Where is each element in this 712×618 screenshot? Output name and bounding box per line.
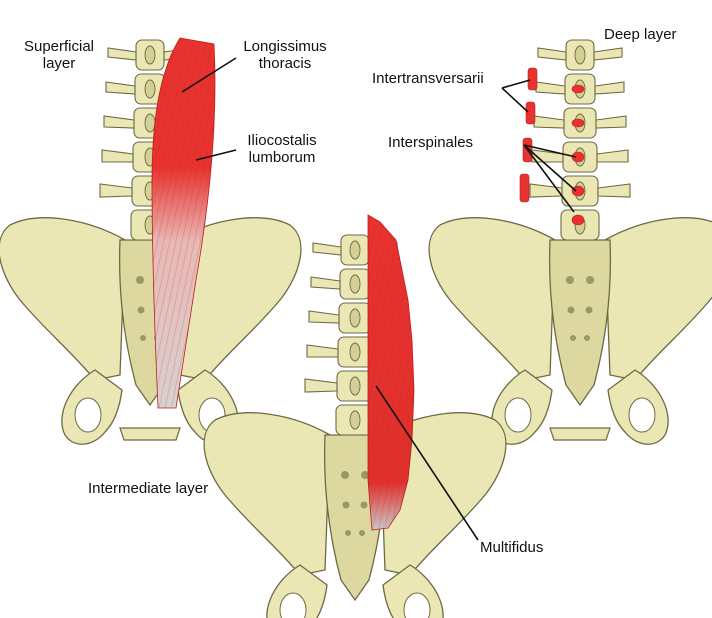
iliocostalis-label-line1: Iliocostalis	[236, 132, 328, 149]
intertransversarii-leader-line-b	[502, 88, 528, 112]
intermediate-layer-label: Intermediate layer	[88, 480, 208, 497]
intertransversarii-leader-line-a	[502, 80, 530, 88]
deep-layer-label: Deep layer	[604, 26, 677, 43]
superficial-label-line1: Superficial	[20, 38, 98, 55]
deep-skeleton	[429, 40, 712, 444]
iliocostalis-label-line2: lumborum	[236, 149, 328, 166]
longissimus-thoracis-label: Longissimus thoracis	[236, 38, 334, 72]
superficial-label-line2: layer	[20, 55, 98, 72]
longissimus-label-line2: thoracis	[236, 55, 334, 72]
intertransversarii-muscles	[520, 68, 537, 202]
iliocostalis-lumborum-label: Iliocostalis lumborum	[236, 132, 328, 166]
interspinales-label: Interspinales	[388, 134, 473, 151]
multifidus-label: Multifidus	[480, 539, 543, 556]
superficial-skeleton	[0, 40, 301, 444]
superficial-layer-label: Superficial layer	[20, 38, 98, 72]
intertransversarii-label: Intertransversarii	[372, 70, 484, 87]
longissimus-label-line1: Longissimus	[236, 38, 334, 55]
